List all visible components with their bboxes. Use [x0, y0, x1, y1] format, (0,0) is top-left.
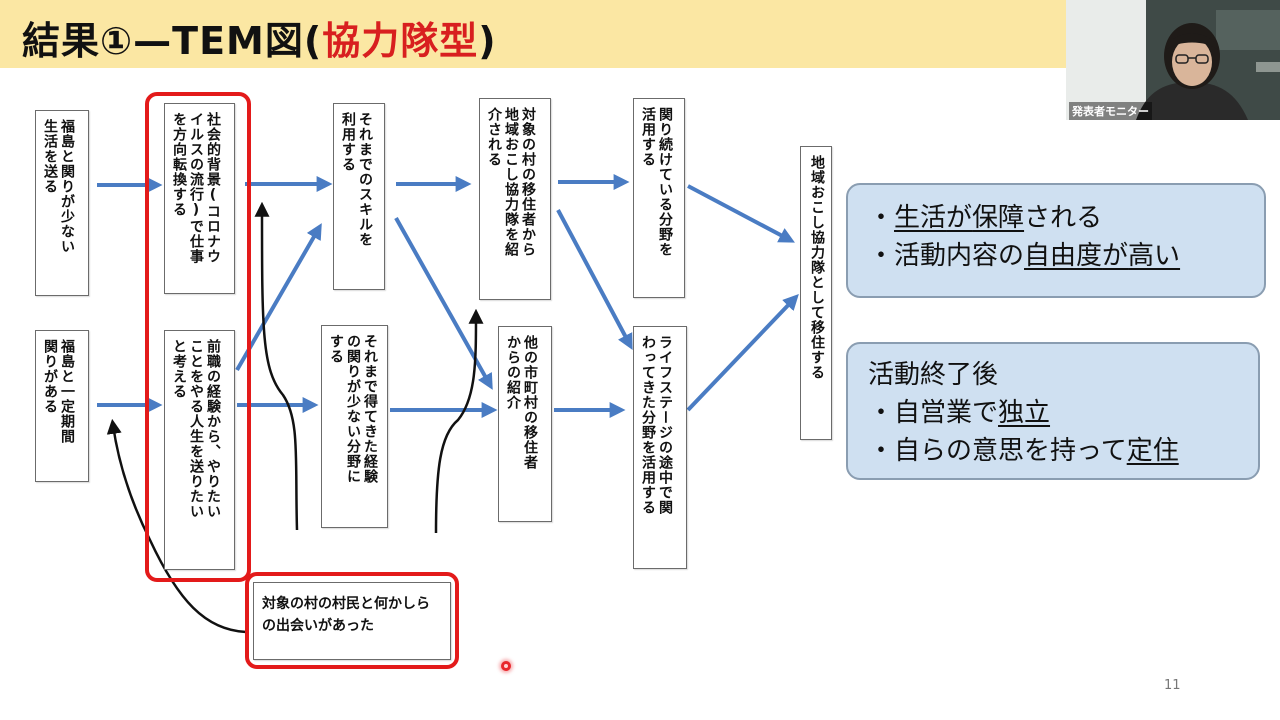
curve-encounter: [106, 418, 247, 634]
node-b2-text: 前職の経験から、やりたい ことをやる人生を送りたい と考える: [171, 339, 221, 519]
node-b3-text: 対象の村の村民と何かしら の出会いがあった: [262, 596, 430, 634]
node-d2: 他の市町村の移住者 からの紹介: [498, 326, 552, 522]
slide-title: 結果①—TEM図(協力隊型): [22, 10, 497, 65]
r1l2-mid: が: [1102, 241, 1129, 271]
r2l3-u: 定住: [1126, 436, 1179, 466]
arrow-d1-e2: [556, 209, 633, 350]
node-d1-text: 対象の村の移住者から 地域おこし協力隊を紹 介される: [486, 107, 536, 257]
r2l2-u: 独立: [998, 398, 1051, 428]
result-box-1: ・生活が保障される ・活動内容の自由度が高い: [846, 183, 1266, 298]
r1l1-u2: 保障: [972, 203, 1025, 233]
r2l3-prefix: ・自らの意思を持って: [868, 436, 1127, 466]
node-b1: 社会的背景(コロナウ イルスの流行)で仕事 を方向転換する: [164, 103, 235, 294]
r2l2-prefix: ・自営業で: [868, 398, 999, 428]
title-accent: 協力隊型: [322, 19, 479, 63]
node-d1: 対象の村の移住者から 地域おこし協力隊を紹 介される: [479, 98, 551, 300]
r1l2-prefix: ・活動内容の: [868, 241, 1025, 271]
r1l2-u2: 高い: [1128, 241, 1181, 271]
node-c1-text: それまでのスキルを 利用する: [340, 112, 373, 247]
node-c1: それまでのスキルを 利用する: [333, 103, 385, 290]
title-main: 結果①—TEM図(: [22, 19, 323, 63]
r1l2-u1: 自由度: [1024, 241, 1103, 271]
result-box-2: 活動終了後 ・自営業で独立 ・自らの意思を持って定住: [846, 342, 1260, 480]
node-a2-text: 福島と一定期間 関りがある: [42, 339, 75, 444]
r1l1-prefix: ・: [868, 203, 895, 233]
node-e1: 関り続けている分野を 活用する: [633, 98, 685, 298]
result-2-line-2: ・自営業で独立: [868, 394, 1238, 432]
camera-label: 発表者モニター: [1069, 102, 1152, 120]
title-close: ): [478, 19, 497, 63]
result-1-line-1: ・生活が保障される: [868, 199, 1244, 237]
curve-bifurcation-1: [254, 201, 299, 531]
node-f: 地域おこし協力隊として移住する: [800, 146, 832, 440]
presenter-image: [1066, 0, 1280, 120]
node-b1-text: 社会的背景(コロナウ イルスの流行)で仕事 を方向転換する: [171, 112, 221, 264]
page-number: 11: [1164, 678, 1181, 693]
r1l1-mid: が: [946, 203, 973, 233]
r1l1-suffix: される: [1024, 203, 1103, 233]
laser-pointer: [501, 661, 511, 671]
node-d2-text: 他の市町村の移住者 からの紹介: [505, 335, 538, 470]
node-e2: ライフステージの途中で関 わってきた分野を活用する: [633, 326, 687, 569]
highlight-b-column: [145, 92, 251, 582]
node-b2: 前職の経験から、やりたい ことをやる人生を送りたい と考える: [164, 330, 235, 570]
node-c2: それまで得てきた経験 の関りが少ない分野に する: [321, 325, 388, 528]
highlight-encounter: [245, 572, 459, 669]
node-a1-text: 福島と関りが少ない 生活を送る: [42, 119, 75, 254]
result-2-line-3: ・自らの意思を持って定住: [868, 432, 1238, 470]
node-a1: 福島と関りが少ない 生活を送る: [35, 110, 89, 296]
node-e2-text: ライフステージの途中で関 わってきた分野を活用する: [640, 335, 673, 515]
node-b3: 対象の村の村民と何かしら の出会いがあった: [253, 582, 451, 660]
curve-bifurcation-2: [434, 308, 484, 534]
result-1-line-2: ・活動内容の自由度が高い: [868, 237, 1244, 275]
node-a2: 福島と一定期間 関りがある: [35, 330, 89, 482]
r1l1-u1: 生活: [894, 203, 947, 233]
node-f-text: 地域おこし協力隊として移住する: [809, 155, 825, 380]
result-2-line-1: 活動終了後: [868, 360, 999, 390]
node-c2-text: それまで得てきた経験 の関りが少ない分野に する: [328, 334, 378, 484]
arrow-e2-f: [686, 293, 799, 412]
title-bar: 結果①—TEM図(協力隊型): [0, 0, 1066, 68]
arrow-e1-f: [687, 184, 795, 243]
node-e1-text: 関り続けている分野を 活用する: [640, 107, 673, 257]
presenter-camera: [1066, 0, 1280, 120]
